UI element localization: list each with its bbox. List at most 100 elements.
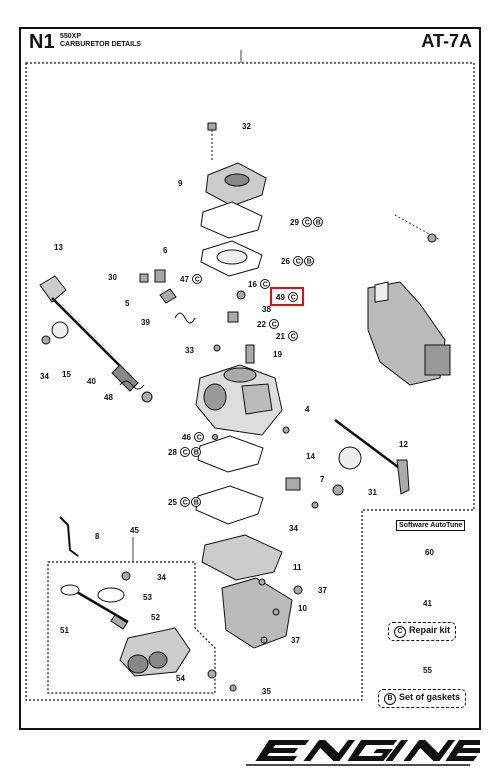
part-label-26: 26 <box>281 257 290 266</box>
part-label-21: 21 <box>276 332 285 341</box>
part-label-8: 8 <box>95 532 100 541</box>
part-label-10: 10 <box>298 604 307 613</box>
part-label-12: 12 <box>399 440 408 449</box>
badge-C <box>180 447 190 457</box>
part-label-48: 48 <box>104 393 113 402</box>
part-label-54: 54 <box>176 674 185 683</box>
badge-B <box>191 497 201 507</box>
repair-kit-badge: C <box>394 626 406 638</box>
engine-logo <box>246 740 480 766</box>
throttle-rod <box>334 418 410 495</box>
part-label-32: 32 <box>242 122 251 131</box>
ref-code: AT-7A <box>421 31 472 51</box>
badge-C <box>192 274 202 284</box>
stepper-actuator <box>367 281 451 386</box>
gasket-set-label: Set of gaskets <box>399 692 461 702</box>
choke-lever <box>39 275 139 392</box>
badge-letter-C: C <box>291 295 296 302</box>
part-label-28: 28 <box>168 448 177 457</box>
part-label-34: 34 <box>40 372 49 381</box>
part-label-34: 34 <box>157 573 166 582</box>
badge-letter-B: B <box>307 259 312 266</box>
part-label-37: 37 <box>291 636 300 645</box>
part-label-4: 4 <box>305 405 310 414</box>
badge-letter-C: C <box>296 259 301 266</box>
badge-letter-B: B <box>316 220 321 227</box>
software-part-number: 60 <box>425 548 434 557</box>
part-label-46: 46 <box>182 433 191 442</box>
gasket-29 <box>200 201 263 239</box>
assembly-outline <box>25 62 475 701</box>
badge-letter-C: C <box>183 450 188 457</box>
repair-kit-label: Repair kit <box>409 625 451 635</box>
badge-C <box>288 331 298 341</box>
badge-B <box>304 256 314 266</box>
pump-cover <box>205 162 267 207</box>
part-label-6: 6 <box>163 246 168 255</box>
part-label-25: 25 <box>168 498 177 507</box>
badge-letter-C: C <box>197 435 202 442</box>
part-label-30: 30 <box>108 273 117 282</box>
repair-kit-number: 41 <box>423 599 432 608</box>
badge-letter-C: C <box>183 500 188 507</box>
part-label-7: 7 <box>320 475 325 484</box>
adaptor-body <box>221 577 293 649</box>
part-label-5: 5 <box>125 299 130 308</box>
part-label-31: 31 <box>368 488 377 497</box>
badge-C <box>260 279 270 289</box>
badge-letter-C: C <box>305 220 310 227</box>
part-label-52: 52 <box>151 613 160 622</box>
gasket-25 <box>195 485 264 525</box>
badge-letter-C: C <box>291 334 296 341</box>
part-label-45: 45 <box>130 526 139 535</box>
part-label-35: 35 <box>262 687 271 696</box>
part-label-40: 40 <box>87 377 96 386</box>
badge-letter-C: C <box>195 277 200 284</box>
part-label-47: 47 <box>180 275 189 284</box>
choke-rod <box>59 516 79 557</box>
subassembly-outline <box>47 561 216 694</box>
part-label-22: 22 <box>257 320 266 329</box>
badge-C <box>302 217 312 227</box>
badge-letter-B: B <box>194 450 199 457</box>
part-label-34: 34 <box>289 524 298 533</box>
page-title: CARBURETOR DETAILS <box>60 41 142 48</box>
part-label-16: 16 <box>248 280 257 289</box>
small-parts <box>41 122 437 692</box>
part-label-49: 49 <box>276 293 285 302</box>
part-label-37: 37 <box>318 586 327 595</box>
part-label-53: 53 <box>143 593 152 602</box>
part-label-33: 33 <box>185 346 194 355</box>
badge-letter-C: C <box>263 282 268 289</box>
part-label-11: 11 <box>293 563 302 572</box>
gasket-set-number: 55 <box>423 666 432 675</box>
badge-C <box>269 319 279 329</box>
part-label-38: 38 <box>262 305 271 314</box>
highlight-box <box>270 287 304 306</box>
badge-C <box>288 292 298 302</box>
badge-B <box>313 217 323 227</box>
page-frame <box>19 27 481 730</box>
badge-letter-C: C <box>272 322 277 329</box>
valve-assembly <box>60 584 191 677</box>
gasket-set-badge: B <box>384 693 396 705</box>
badge-C <box>194 432 204 442</box>
badge-C <box>293 256 303 266</box>
part-label-29: 29 <box>290 218 299 227</box>
software-autotune-label: Software AutoTune <box>396 520 466 531</box>
model-name: 550XP <box>60 33 82 40</box>
metering-cover <box>201 534 283 581</box>
part-label-19: 19 <box>273 350 282 359</box>
part-label-15: 15 <box>62 370 71 379</box>
part-label-39: 39 <box>141 318 150 327</box>
part-label-14: 14 <box>306 452 315 461</box>
badge-letter-B: B <box>194 500 199 507</box>
gasket-28 <box>197 435 264 473</box>
part-label-9: 9 <box>178 179 183 188</box>
badge-C <box>180 497 190 507</box>
section-code: N1 <box>29 31 55 53</box>
